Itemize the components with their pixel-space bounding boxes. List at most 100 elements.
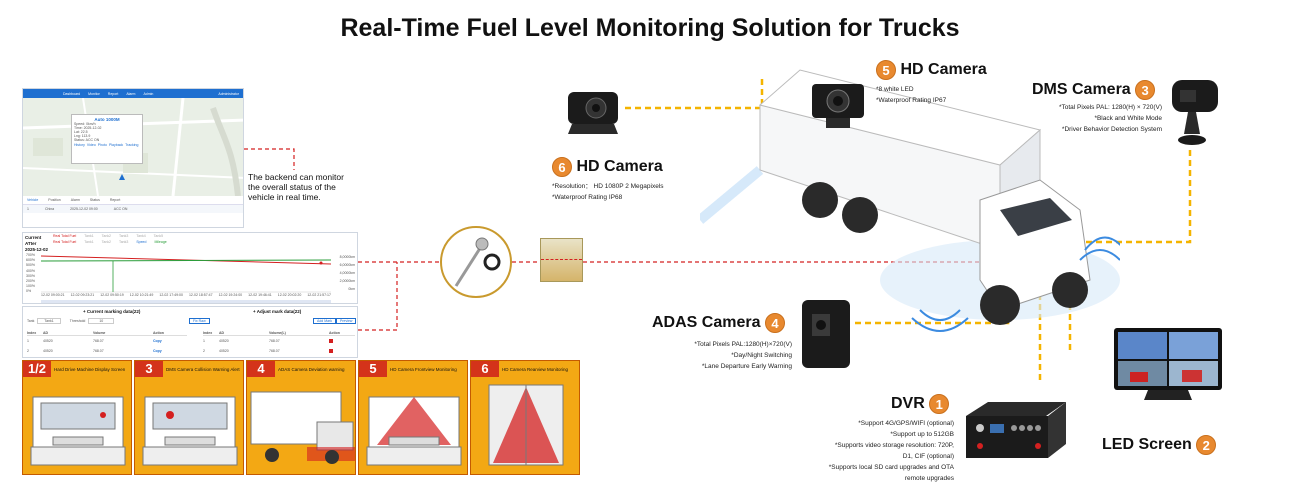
map-navbar: Dashboard Monitor Report Alarm Admin Adm…	[23, 89, 243, 98]
nav-tab[interactable]: Report	[107, 91, 119, 96]
copy-button[interactable]: Copy	[153, 339, 162, 343]
list-col[interactable]: Alarm	[70, 198, 80, 202]
tile-number: 1/2	[23, 361, 51, 377]
callout-title: LED Screen	[1102, 436, 1192, 454]
column-header: Index	[27, 331, 37, 335]
popup-action[interactable]: Video	[86, 143, 96, 147]
list-header: Vehicle Position Alarm Status Report	[23, 196, 243, 205]
map-area[interactable]: Auto 1000M Speed: 0km/h Time: 2025-12-02…	[23, 98, 243, 196]
monitor-icon	[1114, 328, 1222, 400]
list-row[interactable]: 1 China 2025-12-02 09:00 ACC ON	[23, 205, 243, 213]
popup-action[interactable]: History	[74, 143, 85, 147]
legend-item[interactable]: Tank1	[84, 240, 94, 244]
list-col[interactable]: Position	[48, 198, 61, 202]
tank-select[interactable]: Tank1	[37, 318, 61, 324]
fix-raw-button[interactable]: Fix Raw	[189, 318, 210, 324]
tank-label: Tank	[27, 319, 35, 323]
nav-tab[interactable]: Monitor	[88, 91, 100, 96]
legend-item[interactable]: Tank3	[118, 240, 129, 244]
preview-button[interactable]: Preview	[336, 318, 357, 324]
adas-camera-callout: ADAS Camera 4	[652, 313, 785, 333]
popup-action[interactable]: Tracking	[125, 143, 139, 147]
fuel-plot[interactable]	[41, 251, 331, 293]
dvr-callout: DVR 1	[891, 394, 950, 414]
spec-line: *Resolution： HD 1080P 2 Megapixels	[552, 183, 664, 190]
nav-tab[interactable]: Admin	[143, 91, 154, 96]
fuel-chart-panel: Current ATter 2025-12-02 Real Total Fuel…	[22, 232, 358, 304]
spec-line: D1, CIF (optional)	[902, 453, 954, 460]
delete-icon[interactable]	[329, 339, 333, 343]
x-tick: 12-02 09:50:19	[100, 293, 124, 297]
led-screen-image	[1112, 326, 1224, 402]
y-tick: 300%	[26, 273, 35, 278]
fuel-tank-icon	[540, 238, 583, 282]
list-col[interactable]: Report	[109, 198, 121, 202]
legend-row-1: Real Total Fuel Tank1 Tank2 Tank3 Tank4 …	[53, 234, 163, 238]
x-tick: 12-02 20:02:20	[277, 293, 302, 297]
tile-number: 3	[135, 361, 163, 377]
legend-item[interactable]: Tank4	[136, 234, 146, 238]
tile-label: ADAS Camera Deviation warning	[278, 366, 345, 372]
popup-action[interactable]: Playback	[108, 143, 124, 147]
table-header: Index AD Volume Action	[27, 331, 187, 336]
fuel-sensor-icon	[454, 237, 501, 287]
camera-icon	[568, 92, 618, 134]
adas-camera-image	[798, 296, 854, 372]
legend-item[interactable]: Speed	[136, 240, 147, 244]
legend-item[interactable]: Tank2	[101, 234, 111, 238]
y2-axis: 8,0000km 6,0000km 4,0000km 2,0000km 0km	[340, 253, 355, 293]
y-tick: 600%	[26, 258, 35, 263]
truck-front-icon	[366, 396, 462, 466]
legend-item[interactable]: Tank1	[84, 234, 94, 238]
threshold-label: Threshold	[69, 319, 86, 323]
x-tick: 12-02 10:21:49	[129, 293, 154, 297]
tile-label: HD Camera Frontview Monitoring	[390, 366, 457, 372]
current-marking-title: + Current marking data(22)	[83, 309, 141, 314]
y2-tick: 2,0000km	[339, 279, 355, 283]
table-header: Index AD Volume(L) Action	[203, 331, 355, 336]
column-header: Action	[153, 331, 164, 335]
time-scrollbar[interactable]	[41, 300, 331, 303]
spec-line: *Driver Behavior Detection System	[1061, 126, 1162, 133]
legend-row-2: Real Total Fuel Tank1 Tank2 Tank3 Speed …	[53, 240, 167, 244]
list-cell: 1	[27, 207, 29, 211]
callout-number: 3	[1135, 80, 1156, 100]
tile-label: Hard Drive Machine Display Screen	[54, 366, 126, 372]
callout-number: 2	[1196, 435, 1217, 455]
nav-tab[interactable]: Alarm	[126, 91, 136, 96]
current-marking-table: Index AD Volume Action 1 40520 768.07 Co…	[27, 331, 187, 356]
truck-side-icon	[250, 391, 355, 464]
list-col[interactable]: Vehicle	[27, 198, 39, 202]
legend-item[interactable]: Tank3	[118, 234, 129, 238]
legend-item[interactable]: Real Total Fuel	[53, 234, 77, 238]
front-camera-image	[808, 78, 868, 130]
copy-button[interactable]: Copy	[153, 349, 162, 353]
x-tick: 12-02 19:46:41	[248, 293, 272, 297]
led-screen-callout: LED Screen 2	[1102, 435, 1217, 455]
popup-action[interactable]: Photo	[97, 143, 107, 147]
map-panel: Dashboard Monitor Report Alarm Admin Adm…	[22, 88, 244, 228]
list-cell: China	[44, 207, 55, 211]
list-col[interactable]: Status	[89, 198, 100, 202]
spec-line: *Support 4G/GPS/WIFI (optional)	[858, 420, 954, 427]
nav-tab[interactable]: Dashboard	[63, 91, 81, 96]
table-cell: 1	[203, 339, 205, 343]
legend-item[interactable]: Tank2	[101, 240, 111, 244]
user-name[interactable]: Administrator	[218, 91, 239, 96]
delete-icon[interactable]	[329, 349, 333, 353]
legend-item[interactable]: Real Total Fuel	[53, 240, 77, 244]
threshold-input[interactable]: 10	[88, 318, 115, 324]
legend-item[interactable]: Mileage	[154, 240, 167, 244]
tile-label: DMS Camera Collision Warning Alert	[166, 366, 240, 372]
column-header: AD	[219, 331, 225, 335]
table-cell: 1	[27, 339, 29, 343]
legend-item[interactable]: Tank5	[153, 234, 164, 238]
column-header: Action	[329, 331, 340, 335]
add-mark-button[interactable]: Add Mark	[313, 318, 336, 324]
spec-line: *8 white LED	[876, 86, 914, 93]
